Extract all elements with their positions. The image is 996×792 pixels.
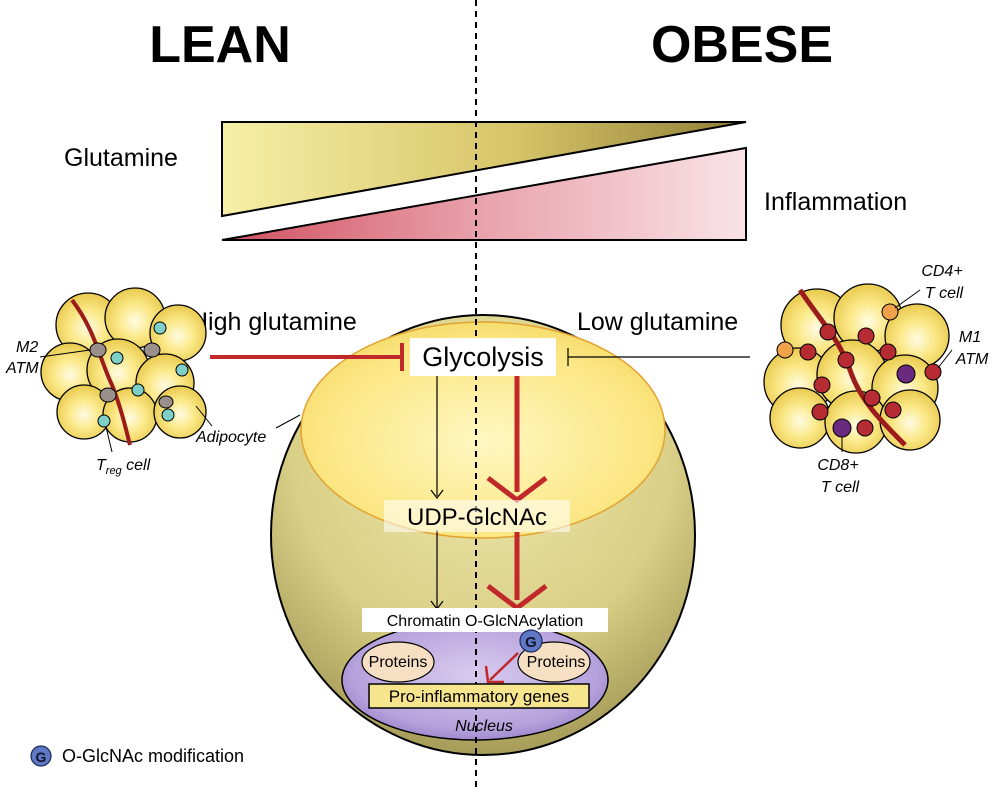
lean-m2-macrophages <box>89 342 174 409</box>
treg-label-sub: reg <box>106 465 123 477</box>
heading-lean: LEAN <box>149 16 291 74</box>
inflammation-wedge <box>221 146 747 241</box>
treg-pointer <box>105 426 113 453</box>
cd8-label-line2: T cell <box>821 479 860 496</box>
cd4-label-line1: CD4+ <box>921 263 962 280</box>
m1-pointer <box>937 349 953 369</box>
high-glutamine-label: High glutamine <box>190 308 357 336</box>
treg-label: Treg cell <box>96 457 151 477</box>
pro-inflammatory-genes-label: Pro-inflammatory genes <box>389 687 569 706</box>
lean-adipose-cluster <box>40 287 207 446</box>
chromatin-box <box>362 608 608 632</box>
glycolysis-box <box>410 338 556 376</box>
heading-obese: OBESE <box>651 16 833 74</box>
cd8-label-line1: CD8+ <box>817 457 858 474</box>
proteins-left <box>361 641 435 683</box>
o-glcnac-marker-label: G <box>525 634 537 651</box>
m2-pointer <box>39 349 91 358</box>
obese-blood-vessel <box>797 288 907 447</box>
cd4-label-line2: T cell <box>925 285 964 302</box>
cd4-pointer <box>894 289 921 309</box>
o-glcnac-marker <box>519 629 543 653</box>
legend: G O-GlcNAc modification <box>30 745 244 767</box>
adipocyte-pointer-right <box>275 414 301 429</box>
proteins-right <box>517 641 591 683</box>
proteins-left-label: Proteins <box>369 654 428 671</box>
chromatin-label: Chromatin O-GlcNAcylation <box>387 613 584 630</box>
legend-label: O-GlcNAc modification <box>62 746 244 766</box>
legend-marker-label: G <box>36 749 47 765</box>
obese-adipocytes <box>763 283 950 454</box>
adipocyte-pointer-left <box>195 405 213 427</box>
obese-m1-macrophages <box>799 323 942 437</box>
glutamine-label: Glutamine <box>64 144 178 172</box>
protein-to-genes-arrow <box>489 652 519 681</box>
glycolysis-label: Glycolysis <box>422 342 544 372</box>
obese-adipose-cluster <box>763 283 950 454</box>
treg-label-main: T <box>96 457 107 474</box>
protein-to-genes-arrowhead <box>484 665 504 684</box>
pro-inflammatory-genes-box <box>368 683 590 709</box>
legend-marker-icon <box>30 745 52 767</box>
glutamine-wedge <box>221 121 747 218</box>
lean-treg-cells <box>97 321 189 428</box>
low-glutamine-label: Low glutamine <box>577 308 738 336</box>
nucleus-label: Nucleus <box>455 718 513 735</box>
m1-label-line1: M1 <box>959 329 981 346</box>
cytoplasm-region <box>300 321 666 539</box>
udp-glcnac-label: UDP-GlcNAc <box>407 504 547 531</box>
proteins-right-label: Proteins <box>527 654 586 671</box>
obese-cd4-cells <box>776 303 899 359</box>
m2-label-line2: ATM <box>5 360 39 377</box>
udp-box <box>384 500 570 532</box>
udp-arrowhead <box>430 489 444 499</box>
treg-label-tail: cell <box>122 457 151 474</box>
m2-label-line1: M2 <box>16 339 38 356</box>
inflammation-label: Inflammation <box>764 188 907 216</box>
m1-label-line2: ATM <box>955 351 989 368</box>
gradient-wedges <box>221 121 747 241</box>
lean-blood-vessel <box>70 298 132 446</box>
adipocyte-label: Adipocyte <box>195 429 266 446</box>
